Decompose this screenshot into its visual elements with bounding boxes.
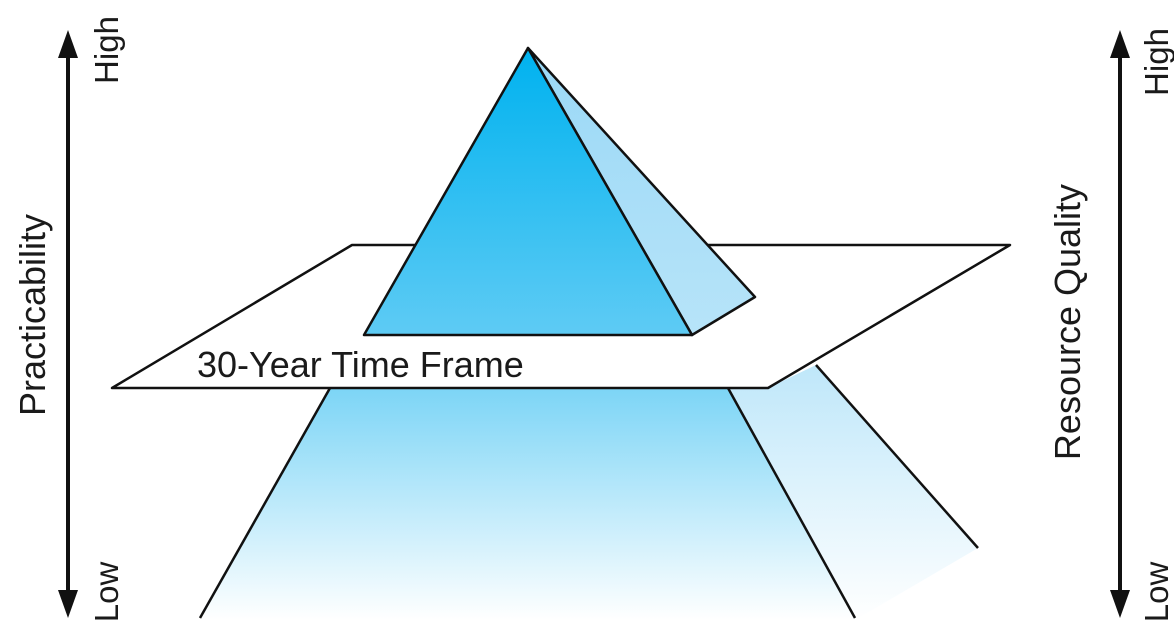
left-axis-label: Practicability: [12, 214, 53, 416]
right-axis-low-label: Low: [1138, 562, 1174, 623]
right-axis-label: Resource Quality: [1047, 184, 1088, 460]
plane-label: 30-Year Time Frame: [197, 344, 524, 385]
right-axis-high-label: High: [1138, 28, 1174, 96]
pyramid-lower: [200, 365, 978, 620]
left-axis-arrowhead-up-icon: [58, 30, 78, 58]
left-axis-arrowhead-down-icon: [58, 590, 78, 618]
right-axis-arrowhead-up-icon: [1110, 30, 1130, 58]
left-axis: Practicability High Low: [12, 16, 125, 622]
left-axis-high-label: High: [88, 16, 125, 84]
pyramid-upper: [364, 48, 755, 335]
right-axis-arrowhead-down-icon: [1110, 590, 1130, 618]
right-axis: Resource Quality High Low: [1047, 28, 1174, 622]
left-axis-low-label: Low: [88, 562, 125, 623]
